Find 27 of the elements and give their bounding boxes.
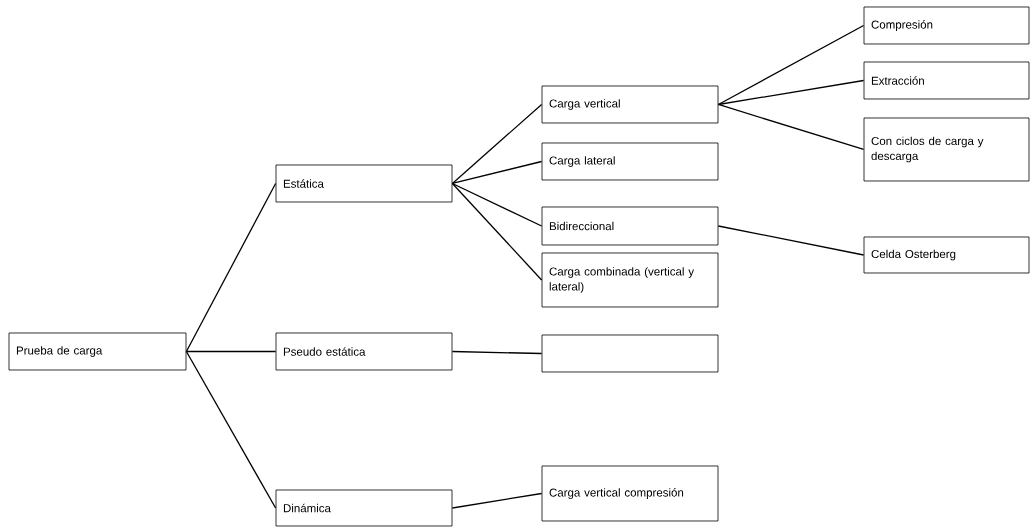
process-box: Carga vertical xyxy=(541,85,719,124)
connector-line xyxy=(451,160,543,185)
connector-line xyxy=(717,103,865,151)
process-box: Extracción xyxy=(863,61,1030,100)
process-box: Prueba de carga xyxy=(8,332,187,371)
connector-line xyxy=(185,350,277,509)
process-box: Bidireccional xyxy=(541,206,719,246)
process-box: Con ciclos de carga y descarga xyxy=(863,117,1030,182)
process-box: Carga vertical compresión xyxy=(541,465,719,522)
process-box: Compresión xyxy=(863,6,1030,45)
connector-line xyxy=(451,103,543,185)
process-box: Carga lateral xyxy=(541,142,719,181)
empty-box xyxy=(541,334,719,373)
process-box: Pseudo estática xyxy=(275,332,453,371)
process-box: Dinámica xyxy=(275,489,453,527)
connector-line xyxy=(451,492,543,509)
process-box: Carga combinada (vertical y lateral) xyxy=(541,252,719,308)
connector-line xyxy=(451,182,543,227)
connector-line xyxy=(185,350,277,353)
connector-line xyxy=(451,182,543,281)
connector-line xyxy=(451,350,543,355)
connector-line xyxy=(717,24,865,106)
process-box: Estática xyxy=(275,164,453,203)
connector-line xyxy=(717,225,865,256)
connector-line xyxy=(717,79,865,106)
process-box: Celda Osterberg xyxy=(863,236,1030,274)
connector-line xyxy=(185,182,277,353)
